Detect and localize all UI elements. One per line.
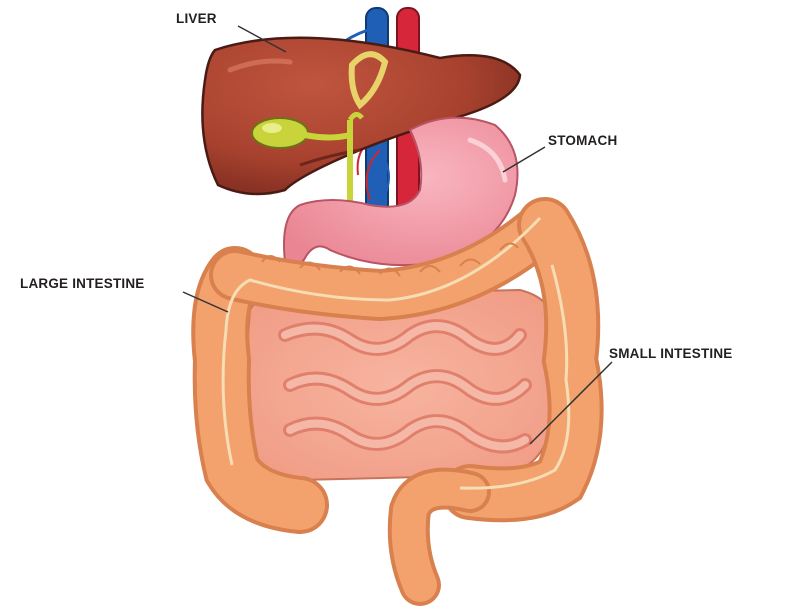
label-small-intestine: SMALL INTESTINE <box>609 346 733 361</box>
label-stomach: STOMACH <box>548 133 617 148</box>
label-large-intestine: LARGE INTESTINE <box>20 276 145 291</box>
label-liver: LIVER <box>176 11 217 26</box>
